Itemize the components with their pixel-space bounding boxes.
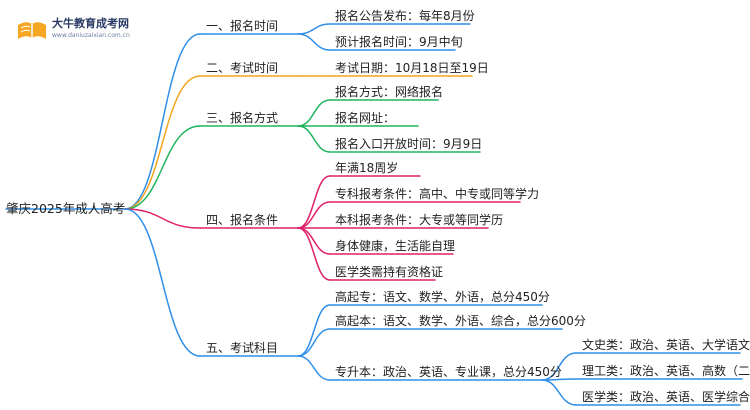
branch-3-node[interactable]: 三、报名方式	[206, 111, 279, 125]
branch-to-leaf-connector	[297, 99, 331, 127]
branch-to-leaf-connector	[297, 328, 331, 357]
leaf-4-4[interactable]: 身体健康，生活能自理	[335, 239, 456, 253]
leaf-1-1[interactable]: 报名公告发布：每年8月份	[335, 9, 475, 23]
root-to-branch-connector	[124, 125, 201, 210]
branch-to-leaf-connector	[297, 23, 331, 35]
branch-to-leaf-connector	[297, 125, 331, 153]
logo-url: www.daniuzaixian.com.cn	[52, 32, 130, 39]
root-to-branch-connector	[124, 208, 201, 229]
root-to-branch-connector	[124, 208, 201, 357]
branch-1-node[interactable]: 一、报名时间	[206, 19, 279, 33]
branch-to-leaf-connector	[297, 355, 331, 381]
leaf-3-2[interactable]: 报名网址：	[335, 111, 396, 125]
sub-leaf-5-3-2[interactable]: 理工类：政治、英语、高数（二）	[582, 364, 750, 378]
leaf-4-3[interactable]: 本科报考条件：大专或等同学历	[335, 213, 504, 227]
leaf-3-1[interactable]: 报名方式：网络报名	[335, 85, 444, 99]
branch-2-node[interactable]: 二、考试时间	[206, 61, 279, 75]
leaf-to-subleaf-connector	[541, 379, 577, 406]
branch-to-leaf-connector	[297, 227, 331, 255]
sub-leaf-5-3-3[interactable]: 医学类：政治、英语、医学综合	[582, 390, 750, 404]
leaf-5-2[interactable]: 高起本：语文、数学、外语、综合，总分600分	[335, 314, 586, 328]
leaf-5-3[interactable]: 专升本：政治、英语、专业课，总分450分	[335, 365, 562, 379]
branch-5-node[interactable]: 五、考试科目	[206, 341, 279, 355]
leaf-1-2[interactable]: 预计报名时间：9月中旬	[335, 35, 463, 49]
branch-to-leaf-connector	[297, 227, 331, 281]
sub-leaf-5-3-1[interactable]: 文史类：政治、英语、大学语文	[582, 338, 750, 352]
branch-to-leaf-connector	[297, 33, 331, 51]
root-node[interactable]: 肇庆2025年成人高考	[6, 201, 126, 216]
leaf-3-3[interactable]: 报名入口开放时间：9月9日	[335, 137, 483, 151]
root-to-branch-connector	[124, 75, 201, 210]
logo-title: 大牛教育成考网	[52, 17, 129, 30]
leaf-2-1[interactable]: 考试日期：10月18日至19日	[335, 61, 489, 75]
branch-to-leaf-connector	[297, 175, 331, 229]
leaf-5-1[interactable]: 高起专：语文、数学、外语，总分450分	[335, 290, 550, 304]
branch-to-leaf-connector	[297, 201, 331, 229]
leaf-4-2[interactable]: 专科报考条件：高中、中专或同等学力	[335, 187, 540, 201]
leaf-4-1[interactable]: 年满18周岁	[335, 161, 399, 175]
root-to-branch-connector	[124, 33, 201, 210]
leaf-4-5[interactable]: 医学类需持有资格证	[335, 265, 444, 279]
logo-icon	[16, 19, 48, 45]
branch-4-node[interactable]: 四、报名条件	[206, 213, 279, 227]
